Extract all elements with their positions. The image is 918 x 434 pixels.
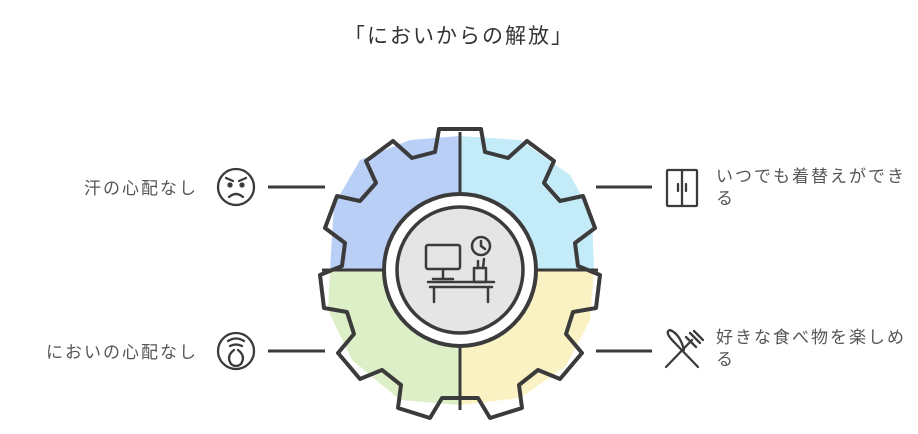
fork-knife-icon xyxy=(664,328,705,369)
label-no-odor: においの心配なし xyxy=(46,343,198,363)
nose-icon xyxy=(216,331,256,371)
worried-face-icon xyxy=(216,167,256,207)
label-no-sweat: 汗の心配なし xyxy=(84,179,198,199)
diagram-title: 「においからの解放」 xyxy=(344,24,574,48)
label-enjoy-food: 好きな食べ物を楽しめる xyxy=(716,328,906,370)
center-disc xyxy=(395,205,525,335)
label-change-clothes: いつでも着替えができる xyxy=(716,167,906,209)
gear-outline xyxy=(318,127,602,420)
desk-workspace-icon xyxy=(424,235,496,304)
wardrobe-icon xyxy=(665,168,699,208)
